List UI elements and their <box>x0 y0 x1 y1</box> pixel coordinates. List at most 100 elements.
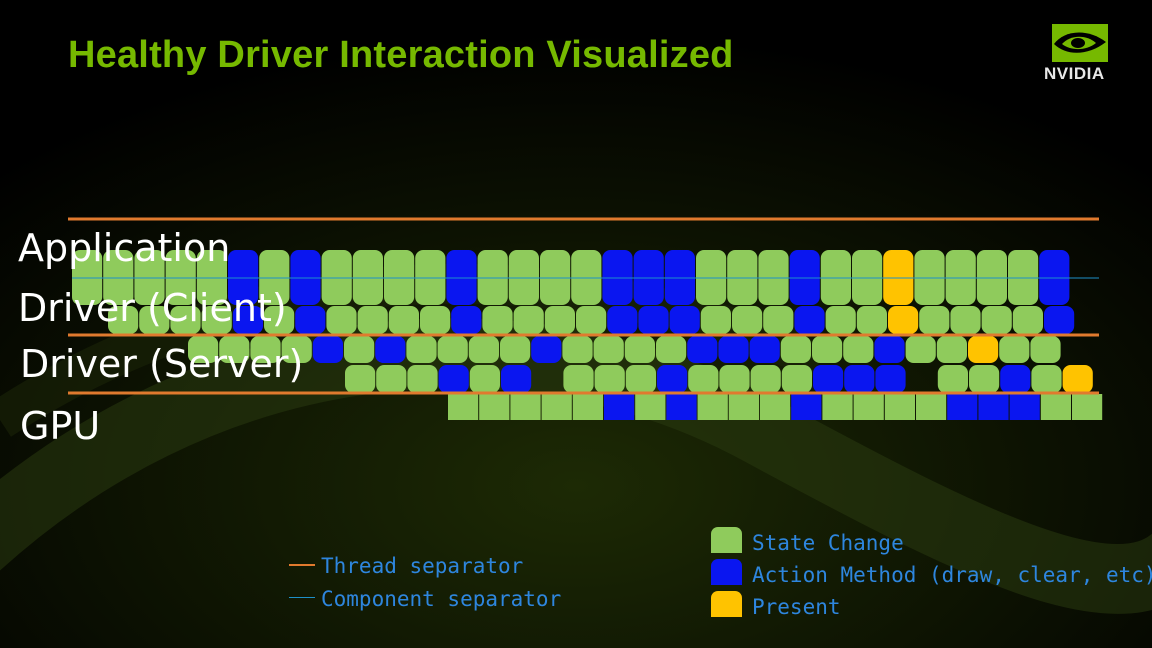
driver-client-block-state <box>981 306 1012 334</box>
driver-server-block-state <box>188 336 219 363</box>
gpu-lower-block-state <box>916 394 947 420</box>
driver-client-block-state <box>950 306 981 334</box>
gpu-lower-block-state <box>822 394 853 420</box>
driver-client-block-state <box>201 306 232 334</box>
gpu-block-action <box>657 365 688 393</box>
gpu-lower-block-state <box>541 394 572 420</box>
driver-client-block-state <box>264 306 295 334</box>
driver-server-block-state <box>1030 336 1061 363</box>
legend-thread-separator-line <box>289 564 315 566</box>
driver-client-block-state <box>919 306 950 334</box>
gpu-lower-block-action <box>947 394 978 420</box>
legend-state-change-label: State Change <box>752 531 904 555</box>
legend-action-method-swatch <box>711 559 742 585</box>
gpu-lower-block-state <box>479 394 510 420</box>
driver-client-block-state <box>420 306 451 334</box>
gpu-block-action <box>844 365 875 393</box>
driver-client-block-state <box>544 306 575 334</box>
gpu-lower-block-action <box>1009 394 1040 420</box>
gpu-block-action <box>1000 365 1031 393</box>
driver-server-block-state <box>500 336 531 363</box>
driver-client-block-state <box>513 306 544 334</box>
driver-server-block-state <box>562 336 593 363</box>
driver-client-block-state <box>357 306 388 334</box>
gpu-block-state <box>376 365 407 393</box>
driver-client-block-action <box>669 306 700 334</box>
gpu-block-state <box>969 365 1000 393</box>
legend-present-label: Present <box>752 595 841 619</box>
driver-client-block-action <box>607 306 638 334</box>
gpu-block-state <box>563 365 594 393</box>
gpu-lower-block-state <box>1072 394 1103 420</box>
driver-server-block-action <box>687 336 718 363</box>
row-label-driver-client: Driver (Client) <box>18 286 287 330</box>
gpu-block-action <box>438 365 469 393</box>
driver-server-block-state <box>780 336 811 363</box>
legend-component-separator-label: Component separator <box>321 587 562 611</box>
gpu-lower-block-action <box>791 394 822 420</box>
gpu-lower-block-state <box>572 394 603 420</box>
driver-client-block-state <box>763 306 794 334</box>
gpu-lower-block-state <box>760 394 791 420</box>
gpu-block-state <box>719 365 750 393</box>
driver-server-block-action <box>531 336 562 363</box>
page-title: Healthy Driver Interaction Visualized <box>68 34 734 76</box>
gpu-block-state <box>407 365 438 393</box>
gpu-lower-block-state <box>635 394 666 420</box>
driver-server-block-state <box>936 336 967 363</box>
driver-client-block-action <box>295 306 326 334</box>
driver-server-block-action <box>874 336 905 363</box>
driver-server-block-state <box>999 336 1030 363</box>
gpu-lower-block-action <box>604 394 635 420</box>
row-label-application: Application <box>18 226 231 270</box>
driver-client-block-action <box>232 306 263 334</box>
driver-server-block-state <box>656 336 687 363</box>
gpu-block-state <box>781 365 812 393</box>
legend-action-method-label: Action Method (draw, clear, etc) <box>752 563 1152 587</box>
driver-client-block-state <box>388 306 419 334</box>
driver-server-block-action <box>749 336 780 363</box>
driver-client-block-state <box>482 306 513 334</box>
gpu-lower-block-action <box>666 394 697 420</box>
gpu-lower-block-action <box>978 394 1009 420</box>
driver-server-block-state <box>406 336 437 363</box>
row-label-gpu: GPU <box>20 404 101 448</box>
driver-server-block-action <box>312 336 343 363</box>
nvidia-logo-icon <box>1052 24 1108 62</box>
gpu-block-state <box>345 365 376 393</box>
gpu-lower-block-state <box>510 394 541 420</box>
gpu-lower-block-state <box>884 394 915 420</box>
nvidia-logo-text: NVIDIA <box>1044 64 1105 83</box>
driver-server-block-state <box>219 336 250 363</box>
driver-client-block-present <box>888 306 919 334</box>
legend-state-change-swatch <box>711 527 742 553</box>
driver-client-block-action <box>794 306 825 334</box>
driver-client-block-state <box>1012 306 1043 334</box>
driver-server-block-state <box>843 336 874 363</box>
driver-server-block-action <box>718 336 749 363</box>
gpu-block-present <box>1062 365 1093 393</box>
driver-client-block-action <box>1044 306 1075 334</box>
gpu-lower-block-state <box>1040 394 1071 420</box>
driver-client-block-state <box>326 306 357 334</box>
driver-client-block-action <box>638 306 669 334</box>
driver-server-block-state <box>344 336 375 363</box>
driver-server-block-present <box>968 336 999 363</box>
gpu-lower-block-state <box>728 394 759 420</box>
driver-server-block-state <box>624 336 655 363</box>
driver-client-block-state <box>700 306 731 334</box>
gpu-lower-block-state <box>448 394 479 420</box>
gpu-block-state <box>688 365 719 393</box>
gpu-block-state <box>469 365 500 393</box>
driver-server-block-action <box>375 336 406 363</box>
row-label-driver-server: Driver (Server) <box>20 342 304 386</box>
driver-client-block-state <box>856 306 887 334</box>
gpu-block-state <box>750 365 781 393</box>
legend-component-separator-line <box>289 597 315 598</box>
driver-server-block-state <box>437 336 468 363</box>
driver-server-block-state <box>250 336 281 363</box>
legend-present-swatch <box>711 591 742 617</box>
gpu-block-state <box>1031 365 1062 393</box>
driver-client-block-state <box>170 306 201 334</box>
gpu-lower-block-state <box>697 394 728 420</box>
